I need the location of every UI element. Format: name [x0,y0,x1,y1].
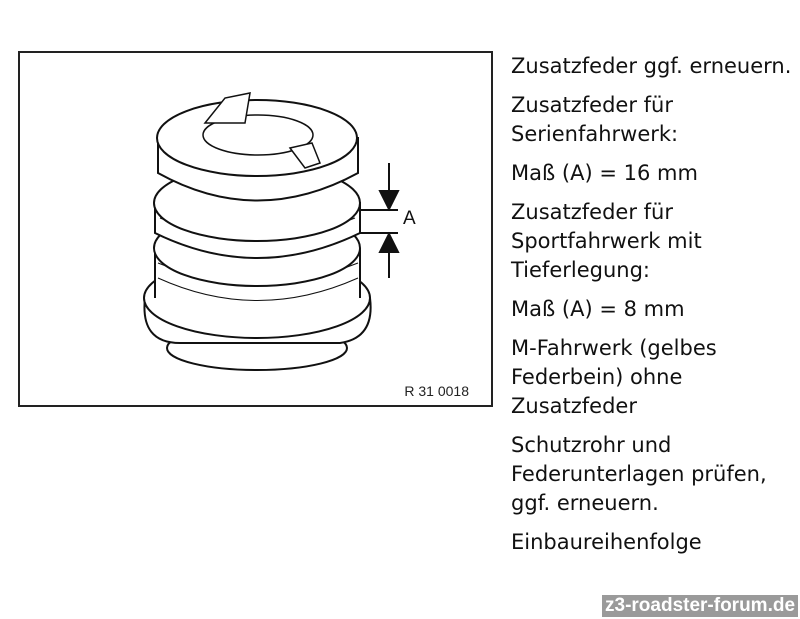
instruction-paragraph: Zusatzfeder für Serienfahrwerk: [511,93,679,146]
figure-reference-label: R 31 0018 [404,383,469,399]
instruction-paragraph: Zusatzfeder ggf. erneuern. [511,54,792,78]
instruction-paragraph: Maß (A) = 16 mm [511,161,698,185]
spring-illustration: A R 31 0018 [18,51,493,407]
instruction-paragraph: Einbaureihenfolge [511,530,702,554]
dimension-a-label: A [403,208,416,229]
instruction-paragraph: Schutzrohr und Federunterlagen prüfen, g… [511,433,767,515]
watermark: z3-roadster-forum.de [602,595,799,617]
instruction-paragraph: Maß (A) = 8 mm [511,297,685,321]
instruction-paragraph: M-Fahrwerk (gelbes Federbein) ohne Zusat… [511,336,717,418]
auxiliary-spring-drawing [143,92,400,371]
instruction-paragraph: Zusatzfeder für Sportfahrwerk mit Tiefer… [511,200,702,282]
instructions-text: Zusatzfeder ggf. erneuern. Zusatzfeder f… [511,52,800,567]
